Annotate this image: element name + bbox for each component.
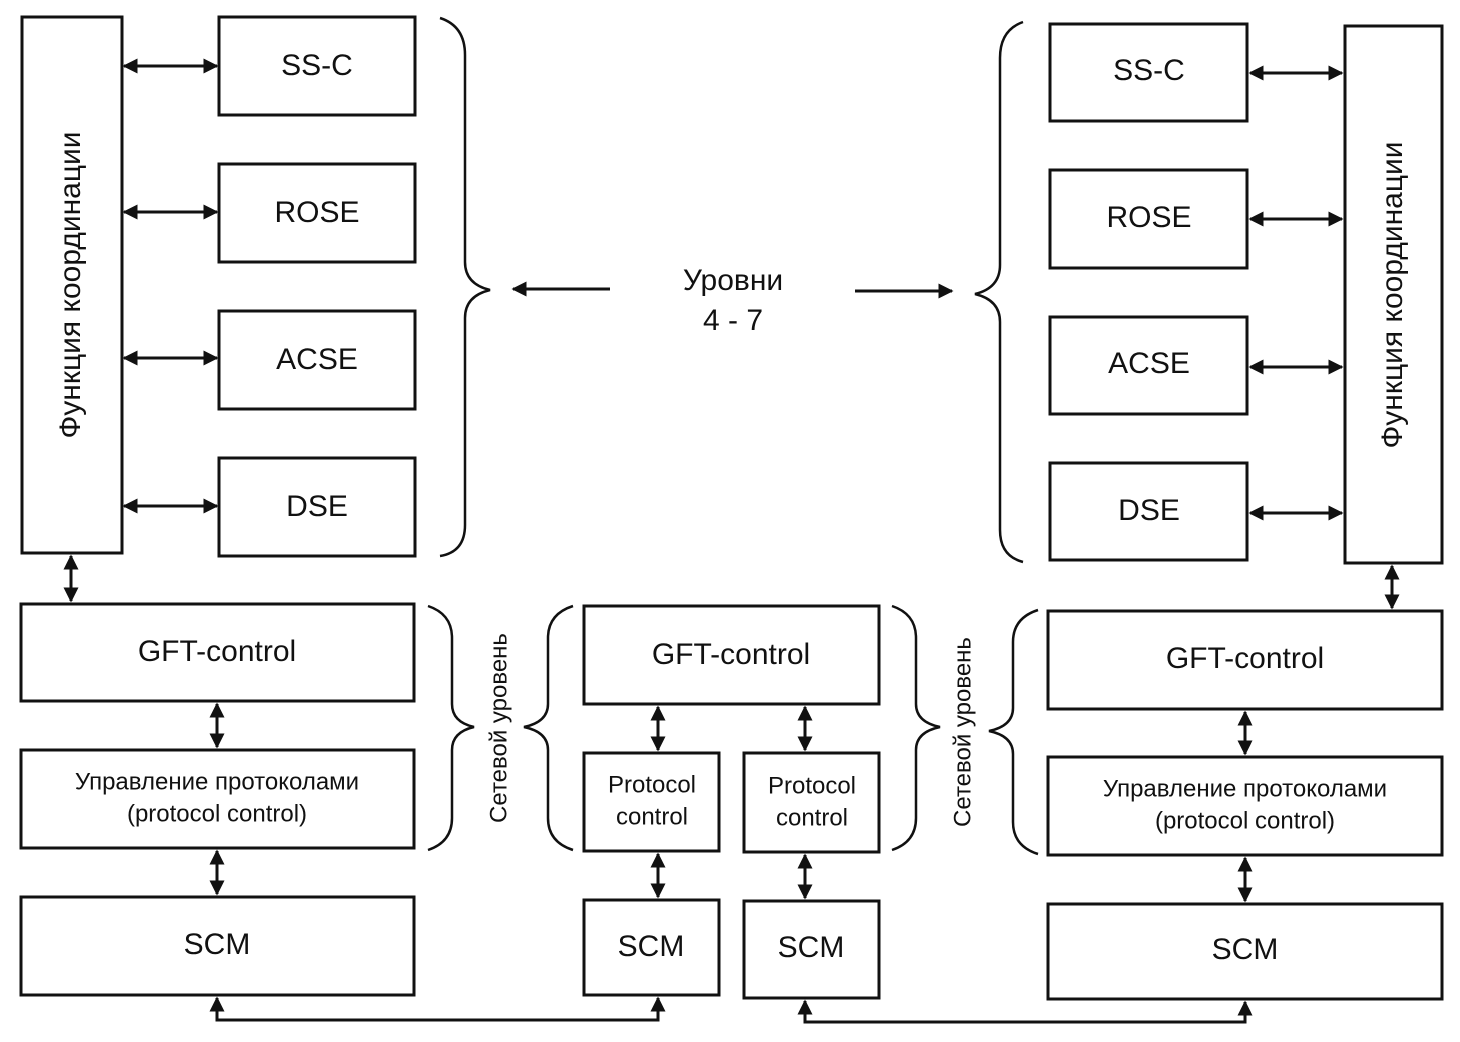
center-node-left-brace — [523, 604, 574, 852]
left-rose-label: ROSE — [274, 196, 359, 229]
right-station: SS-C ROSE ACSE DSE Функция координации G… — [1046, 22, 1444, 1001]
right-rose-box — [1048, 168, 1249, 270]
left-gft-control-label: GFT-control — [138, 635, 296, 668]
right-rose-label: ROSE — [1106, 201, 1191, 234]
left-protocol-control-box — [19, 748, 416, 850]
right-scm-box — [1046, 902, 1444, 1001]
center-node-right-brace — [891, 604, 941, 852]
right-protocol-control-line1: Управление протоколами — [1103, 775, 1387, 802]
center-scm-a-label: SCM — [618, 930, 685, 963]
left-gft-control-box — [19, 602, 416, 703]
right-dse-label: DSE — [1118, 494, 1180, 527]
center-gft-control-box — [582, 604, 881, 706]
right-ssc-box — [1048, 22, 1249, 123]
center-scm-a-box — [582, 898, 721, 997]
right-coordination-box — [1343, 24, 1444, 565]
scm-link-left-center — [209, 996, 666, 1022]
network-layer-label-left: Сетевой уровень — [485, 633, 512, 823]
layers-label-line2: 4 - 7 — [703, 304, 763, 337]
right-protocol-control-line2: (protocol control) — [1155, 807, 1335, 834]
center-scm-b-box — [742, 899, 881, 1000]
right-acse-label: ACSE — [1108, 347, 1190, 380]
left-station-network-brace — [427, 604, 475, 852]
center-protocol-control-a-box — [582, 751, 721, 853]
left-dse-label: DSE — [286, 490, 348, 523]
center-node: GFT-control Protocol control Protocol co… — [582, 604, 881, 1000]
left-upper-brace — [439, 16, 491, 558]
right-gft-control-label: GFT-control — [1166, 642, 1324, 675]
center-scm-b-label: SCM — [778, 931, 845, 964]
left-rose-box — [217, 162, 417, 264]
left-acse-box — [217, 309, 417, 411]
network-layer-label-right: Сетевой уровень — [949, 637, 976, 827]
left-ssc-box — [217, 15, 417, 117]
right-dse-box — [1048, 461, 1249, 562]
left-protocol-control-line1: Управление протоколами — [75, 768, 359, 795]
right-coordination-label: Функция координации — [1376, 141, 1409, 448]
left-protocol-control-line2: (protocol control) — [127, 800, 307, 827]
center-protocol-control-b-box — [742, 751, 881, 854]
center-protocol-control-a-line1: Protocol — [608, 771, 696, 798]
left-coordination-label: Функция координации — [54, 131, 87, 438]
left-ssc-label: SS-C — [281, 49, 353, 82]
left-station: Функция координации SS-C ROSE ACSE DSE G… — [19, 15, 417, 997]
right-upper-brace — [974, 20, 1024, 564]
right-ssc-label: SS-C — [1113, 54, 1185, 87]
right-protocol-control-box — [1046, 755, 1444, 857]
left-scm-label: SCM — [184, 928, 251, 961]
right-station-network-brace — [988, 608, 1039, 856]
center-protocol-control-a-line2: control — [616, 803, 688, 830]
right-scm-label: SCM — [1212, 933, 1279, 966]
left-dse-box — [217, 456, 417, 558]
right-gft-control-box — [1046, 609, 1444, 711]
center-protocol-control-b-line2: control — [776, 804, 848, 831]
center-gft-control-label: GFT-control — [652, 638, 810, 671]
layers-label-line1: Уровни — [683, 264, 783, 297]
scm-link-center-right — [797, 999, 1253, 1024]
left-scm-box — [19, 895, 416, 997]
center-protocol-control-b-line1: Protocol — [768, 772, 856, 799]
left-acse-label: ACSE — [276, 343, 358, 376]
left-coordination-box — [20, 15, 124, 555]
right-acse-box — [1048, 315, 1249, 416]
